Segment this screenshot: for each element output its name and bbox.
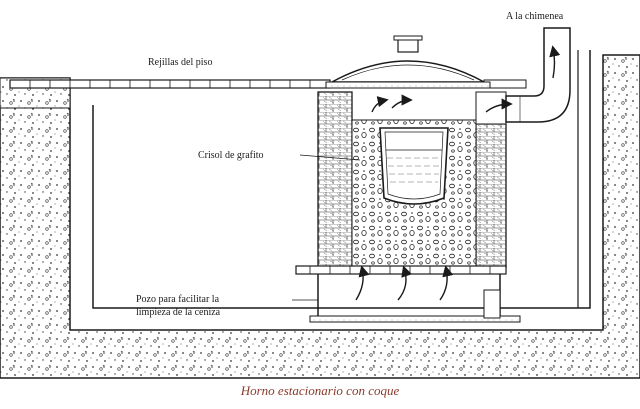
dome-lid — [325, 35, 491, 89]
chimney-label: A la chimenea — [506, 11, 564, 22]
ash-pit-base — [309, 315, 521, 323]
right-brick-wall — [475, 123, 507, 269]
ash-pit-label-line1: Pozo para facilitar la — [136, 294, 220, 305]
airflow-arrows — [292, 45, 561, 301]
ash-pit-step — [483, 289, 501, 319]
flue-arrow — [485, 98, 513, 113]
ash-pit-label-line2: limpieza de la ceniza — [136, 307, 221, 318]
floor-grates-label: Rejillas del piso — [148, 57, 213, 68]
air-arrow-1 — [355, 265, 370, 301]
lid-arrow-left — [371, 96, 389, 113]
graphite-crucible — [379, 127, 449, 205]
lid-arrow-right — [391, 94, 413, 109]
figure-caption: Horno estacionario con coque — [240, 383, 400, 398]
crucible-label: Crisol de grafito — [198, 150, 264, 161]
ash-pit — [317, 274, 501, 318]
air-arrow-2 — [397, 265, 412, 301]
air-arrow-3 — [439, 265, 454, 301]
grate-bars — [295, 265, 507, 275]
pit-outline — [92, 50, 591, 309]
chimney-arrow — [549, 45, 561, 79]
chimney-flue — [505, 27, 571, 123]
pit-inner-wall — [69, 90, 603, 331]
label-leader-crucible — [299, 154, 361, 161]
left-brick-wall — [317, 91, 353, 269]
